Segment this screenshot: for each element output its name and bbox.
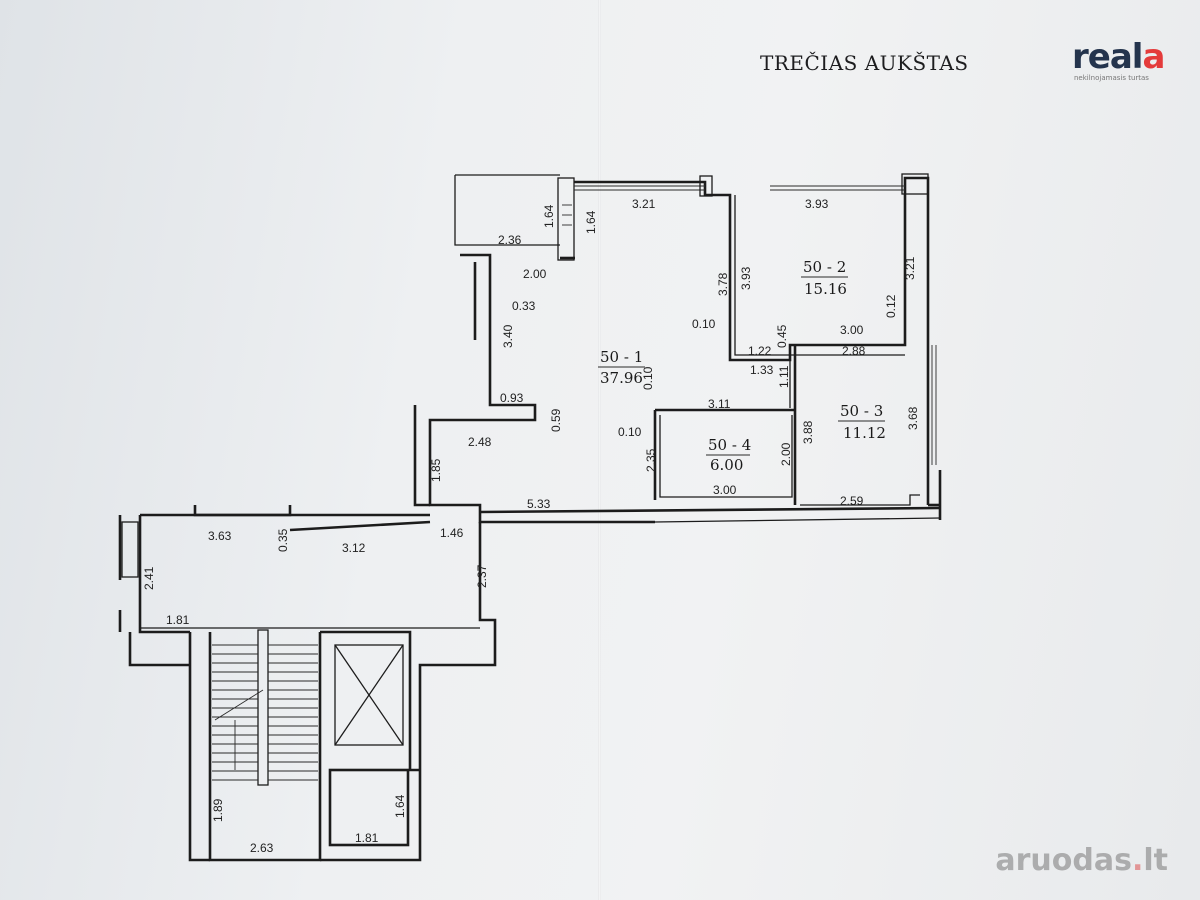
- dim-label: 3.93: [739, 266, 753, 290]
- dim-label: 2.00: [779, 442, 793, 466]
- dim-label: 0.93: [500, 391, 524, 405]
- room-50-2-id: 50 - 2: [803, 258, 846, 276]
- dim-label: 2.41: [142, 566, 156, 590]
- common-corridor: [118, 505, 497, 790]
- dim-label: 1.64: [393, 794, 407, 818]
- dim-label: 0.45: [775, 324, 789, 348]
- room-50-4-id: 50 - 4: [708, 436, 751, 454]
- dim-label: 1.33: [750, 363, 774, 377]
- watermark-text-main: aruodas: [995, 843, 1132, 878]
- dim-label: 2.35: [644, 448, 658, 472]
- room-50-4-area: 6.00: [710, 456, 743, 474]
- dim-label: 0.10: [692, 317, 716, 331]
- dim-label: 1.81: [355, 831, 379, 845]
- dim-label: 0.33: [512, 299, 536, 313]
- dim-label: 1.81: [166, 613, 190, 627]
- dim-label: 3.88: [801, 420, 815, 444]
- floor-title: TREČIAS AUKŠTAS: [760, 51, 969, 75]
- aruodas-watermark: aruodas.lt: [995, 843, 1168, 878]
- dim-label: 1.11: [777, 365, 791, 388]
- room-50-1-area: 37.96: [600, 369, 643, 387]
- logo-text-main: real: [1072, 37, 1143, 77]
- dimension-labels: 3.21 3.93 1.64 1.64 2.36 2.00 0.33 3.40 …: [142, 197, 920, 855]
- dim-label: 3.12: [342, 541, 366, 555]
- dim-label: 0.10: [618, 425, 642, 439]
- dim-label: 3.21: [632, 197, 656, 211]
- dim-label: 2.48: [468, 435, 492, 449]
- dim-label: 5.33: [527, 497, 551, 511]
- logo-subtitle: nekilnojamasis turtas: [1074, 74, 1149, 82]
- room-50-3-area: 11.12: [843, 424, 886, 442]
- dim-label: 2.36: [498, 233, 522, 247]
- balcony: [454, 174, 575, 261]
- dim-label: 2.00: [523, 267, 547, 281]
- dim-label: 1.89: [211, 798, 225, 822]
- dim-label: 3.00: [713, 483, 737, 497]
- dim-label: 3.78: [716, 272, 730, 296]
- dim-label: 1.46: [440, 526, 464, 540]
- apartment-walls: [413, 173, 942, 524]
- logo-wordmark: reala: [1072, 40, 1182, 74]
- dim-label: 3.00: [840, 323, 864, 337]
- paper-fold: [598, 0, 601, 900]
- dim-label: 3.68: [906, 406, 920, 430]
- dim-label: 2.63: [250, 841, 274, 855]
- watermark-text-dot: .: [1131, 843, 1144, 878]
- dim-label: 2.59: [840, 494, 864, 508]
- dim-label: 1.64: [542, 204, 556, 228]
- dim-label: 0.59: [549, 408, 563, 432]
- dim-label: 3.93: [805, 197, 829, 211]
- stairwell: [188, 629, 422, 862]
- reala-logo: reala nekilnojamasis turtas: [1072, 40, 1182, 90]
- logo-text-accent: a: [1142, 37, 1165, 77]
- dim-label: 0.35: [276, 528, 290, 552]
- dim-label: 1.64: [584, 210, 598, 234]
- dim-label: 0.12: [884, 294, 898, 318]
- dim-label: 3.63: [208, 529, 232, 543]
- room-labels: 50 - 1 37.96 50 - 2 15.16 50 - 3 11.12 5…: [598, 258, 886, 474]
- dim-label: 0.10: [641, 366, 655, 390]
- room-50-3-id: 50 - 3: [840, 402, 883, 420]
- dim-label: 3.11: [708, 397, 731, 411]
- dim-label: 3.40: [501, 324, 515, 348]
- dim-label: 3.21: [903, 256, 917, 280]
- watermark-text-tld: lt: [1143, 843, 1168, 878]
- stair-treads: [212, 644, 318, 781]
- dim-label: 2.37: [475, 564, 489, 588]
- dim-label: 1.22: [748, 344, 772, 358]
- dim-label: 2.88: [842, 344, 866, 358]
- room-50-1-id: 50 - 1: [600, 348, 643, 366]
- dim-label: 1.85: [429, 458, 443, 482]
- room-50-2-area: 15.16: [804, 280, 847, 298]
